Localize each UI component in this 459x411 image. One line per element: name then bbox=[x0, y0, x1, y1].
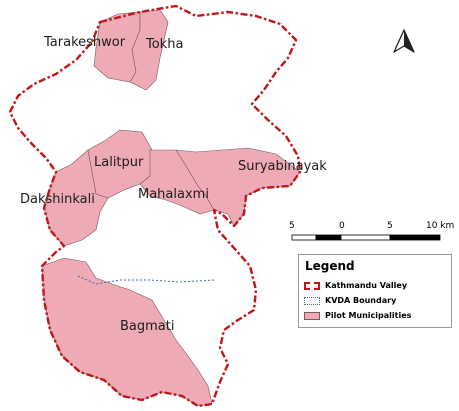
scale-tick-5-left: 5 bbox=[289, 221, 295, 231]
legend-swatch-valley bbox=[304, 281, 320, 290]
label-mahalaxmi: Mahalaxmi bbox=[138, 187, 209, 202]
label-tarakeshwor: Tarakeshwor bbox=[43, 35, 126, 50]
map-legend: Legend Kathmandu Valley KVDA Boundary Pi… bbox=[298, 254, 452, 328]
kathmandu-valley-boundary bbox=[8, 4, 302, 408]
legend-swatch-pilot bbox=[304, 311, 320, 320]
label-suryabinayak: Suryabinayak bbox=[238, 159, 327, 174]
pilot-municipalities-layer bbox=[41, 9, 301, 407]
legend-label-kvda-boundary: KVDA Boundary bbox=[325, 296, 397, 305]
legend-swatch-kvda bbox=[304, 296, 320, 305]
label-tokha: Tokha bbox=[145, 37, 183, 52]
scale-tick-10km: 10 km bbox=[426, 221, 454, 231]
legend-item-kvda-boundary: KVDA Boundary bbox=[304, 295, 396, 306]
municipality-tokha bbox=[129, 9, 169, 91]
legend-title: Legend bbox=[305, 259, 355, 273]
label-bagmati: Bagmati bbox=[120, 319, 174, 334]
legend-label-kathmandu-valley: Kathmandu Valley bbox=[325, 281, 408, 290]
legend-item-pilot-municipalities: Pilot Municipalities bbox=[304, 310, 411, 321]
scale-tick-5-right: 5 bbox=[387, 221, 393, 231]
label-lalitpur: Lalitpur bbox=[94, 155, 144, 170]
legend-label-pilot-municipalities: Pilot Municipalities bbox=[325, 311, 412, 320]
scale-tick-0: 0 bbox=[339, 221, 345, 231]
legend-item-kathmandu-valley: Kathmandu Valley bbox=[304, 280, 407, 291]
north-arrow-icon bbox=[393, 29, 415, 53]
scale-bar: 5 0 5 10 km bbox=[289, 221, 454, 241]
kvda-boundary-line bbox=[77, 275, 215, 285]
label-dakshinkali: Dakshinkali bbox=[20, 192, 95, 207]
